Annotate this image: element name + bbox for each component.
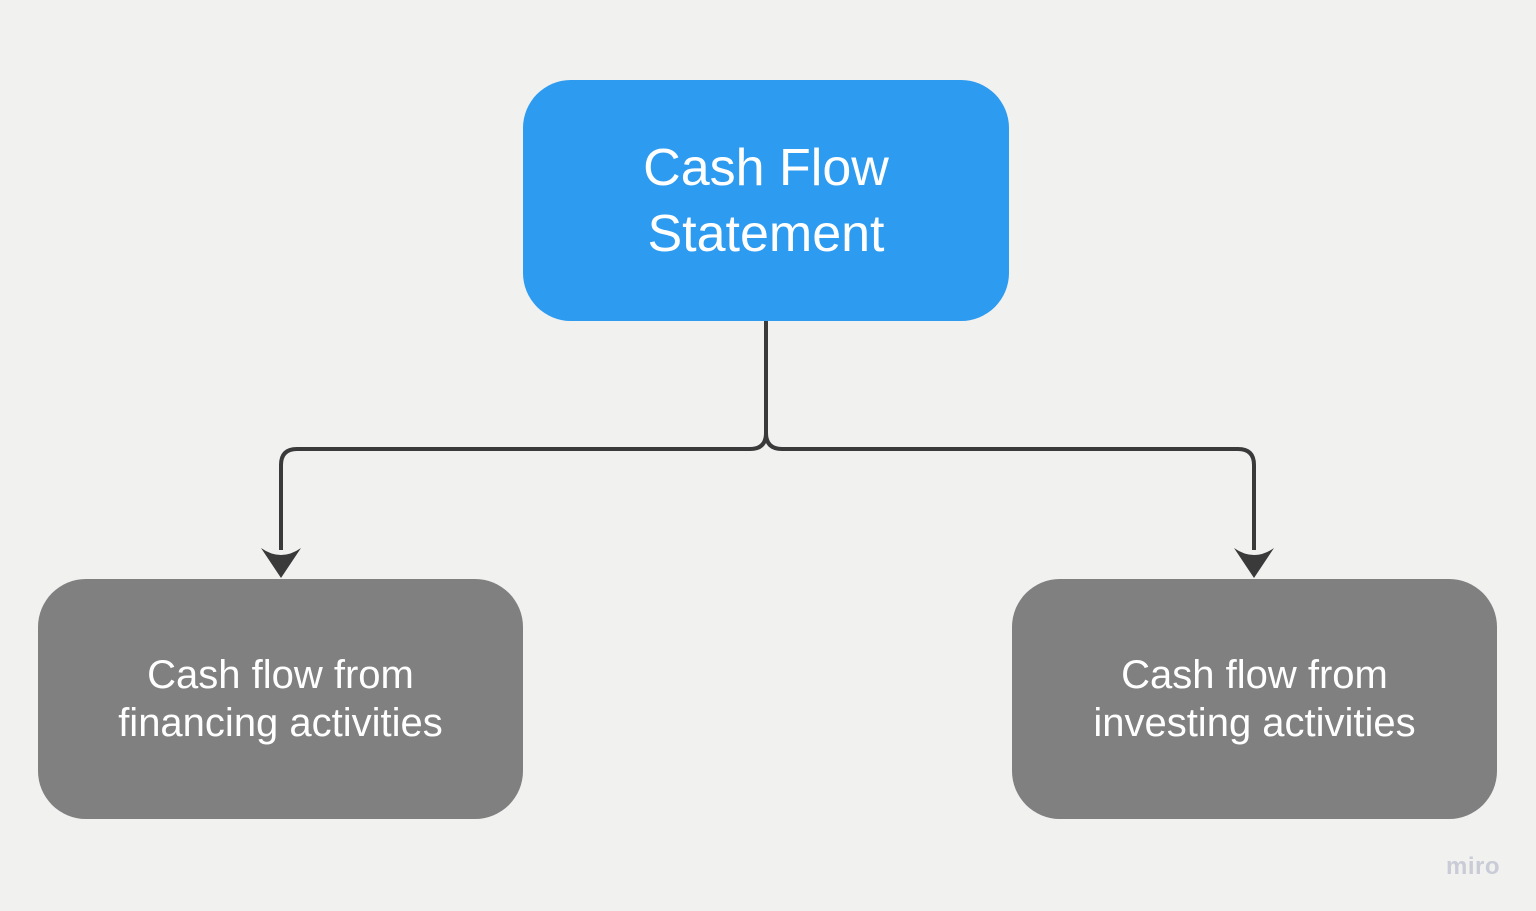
node-label: Cash Flow Statement: [643, 138, 889, 263]
connector-line-left[interactable]: [279, 321, 768, 550]
miro-watermark: miro: [1445, 853, 1500, 880]
node-investing-activities[interactable]: Cash flow from investing activities: [1012, 579, 1497, 819]
connector-line-right[interactable]: [764, 321, 1256, 550]
connector-root-to-investing[interactable]: [764, 321, 1274, 578]
arrowhead-down-icon: [261, 548, 301, 578]
node-cash-flow-statement[interactable]: Cash Flow Statement: [523, 80, 1009, 321]
node-label: Cash flow from investing activities: [1093, 653, 1416, 745]
arrowhead-down-icon: [1234, 548, 1274, 578]
node-label: Cash flow from financing activities: [118, 653, 443, 745]
connector-root-to-financing[interactable]: [261, 321, 768, 578]
node-financing-activities[interactable]: Cash flow from financing activities: [38, 579, 523, 819]
